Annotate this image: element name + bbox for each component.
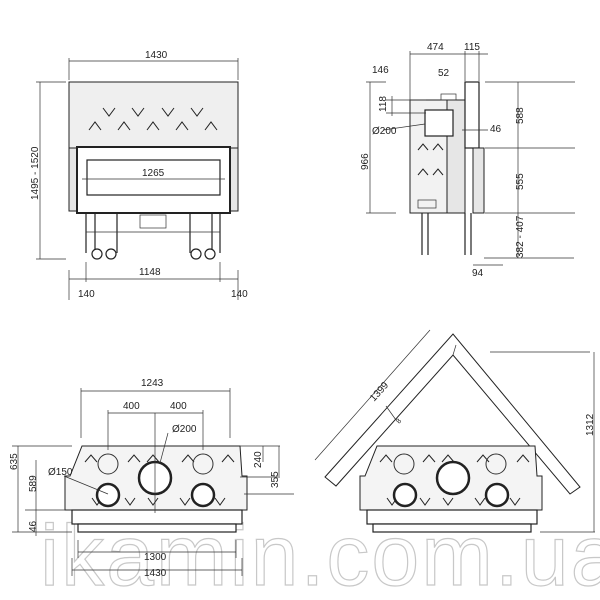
dim-400-right: 400 <box>170 401 187 412</box>
dim-width: 1430 <box>145 50 168 61</box>
dim-240: 240 <box>253 451 264 468</box>
dim-118: 118 <box>378 96 389 112</box>
dim-94: 94 <box>472 268 484 279</box>
dim-height: 1495 - 1520 <box>30 146 41 200</box>
dim-400-left: 400 <box>123 401 140 412</box>
dim-588: 588 <box>515 107 526 124</box>
dim-52: 52 <box>438 68 450 79</box>
dim-depth: 474 <box>427 42 444 53</box>
vent-pattern <box>88 107 218 131</box>
glass-panel <box>86 159 221 196</box>
dim-wall-thickness: 8 <box>395 418 403 426</box>
dim-966: 966 <box>360 153 371 170</box>
dim-flue: Ø200 <box>372 126 397 137</box>
flue-outlet <box>424 109 454 137</box>
dim-1430: 1430 <box>144 568 167 579</box>
dim-legs-range: 382 - 407 <box>515 215 526 258</box>
corner-walls <box>324 333 581 495</box>
dim-355: 355 <box>270 471 281 488</box>
dim-side-flue: Ø150 <box>48 467 73 478</box>
dim-back-panel: 115 <box>464 42 480 53</box>
corner-view: 1399 8 1312 <box>314 329 596 533</box>
dim-1312: 1312 <box>585 413 596 436</box>
dim-589: 589 <box>28 475 39 492</box>
dim-1300: 1300 <box>144 552 167 563</box>
top-view: 1243 400 400 Ø200 Ø150 635 589 46 240 35… <box>9 378 294 579</box>
dim-46-top: 46 <box>28 520 39 532</box>
dim-offset-right: 140 <box>231 289 248 300</box>
dim-146: 146 <box>372 65 389 76</box>
dim-glass: 1265 <box>142 168 165 179</box>
dim-offset-left: 140 <box>78 289 95 300</box>
dim-main-flue: Ø200 <box>172 424 197 435</box>
dim-1399: 1399 <box>368 380 391 404</box>
dim-635: 635 <box>9 453 20 470</box>
dim-555: 555 <box>515 173 526 190</box>
front-view: 1430 1265 1148 140 140 1495 - 1520 <box>30 50 248 300</box>
side-view: 474 115 146 52 118 Ø200 966 588 46 555 3… <box>360 42 575 279</box>
dim-1243: 1243 <box>141 378 164 389</box>
dim-legs: 1148 <box>139 267 161 278</box>
dim-46: 46 <box>490 124 502 135</box>
